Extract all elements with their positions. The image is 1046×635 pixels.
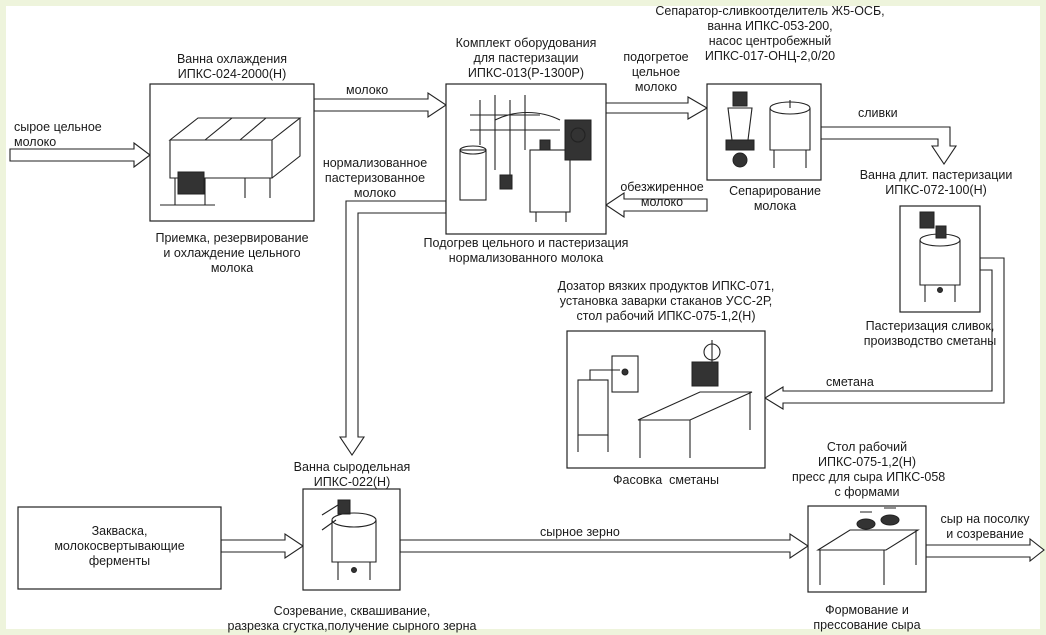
cheese-bath-caption: Созревание, сквашивание, разрезка сгустк… <box>227 604 477 633</box>
cream-arrow <box>819 126 958 165</box>
packing-caption: Фасовка сметаны <box>613 473 719 487</box>
cream-bath-box <box>899 205 981 313</box>
packing-box <box>566 330 766 469</box>
cheese-bath-title: Ванна сыродельная ИПКС-022(Н) <box>293 460 411 489</box>
raw-milk-arrow <box>9 141 151 169</box>
cheese-vat-icon <box>321 499 377 580</box>
press-title: Стол рабочий ИПКС-075-1,2(Н) пресс для с… <box>792 440 946 499</box>
cooling-box <box>149 83 315 222</box>
cheese-grain-flow-label: сырное зерно <box>540 525 620 539</box>
separator-title: Сепаратор-сливкоотделитель Ж5-ОСБ, ванна… <box>655 4 885 63</box>
press-caption: Формование и прессование сыра <box>813 603 921 632</box>
heated-milk-arrow <box>604 96 709 120</box>
raw-milk-label: сырое цельное молоко <box>14 120 102 149</box>
cream-flow-label: сливки <box>858 106 898 120</box>
separator-icon <box>725 91 811 168</box>
pasteurization-caption: Подогрев цельного и пастеризация нормали… <box>423 236 629 265</box>
cooling-tank-icon <box>160 117 302 206</box>
heated-milk-label: подогретое цельное молоко <box>623 50 689 94</box>
milk-arrow <box>313 91 447 119</box>
starter-arrow <box>220 532 304 560</box>
cheese-grain-arrow <box>399 532 809 560</box>
cooling-title: Ванна охлаждения ИПКС-024-2000(Н) <box>176 52 288 81</box>
starter-label: Закваска, молокосвертывающие ферменты <box>54 524 185 568</box>
cream-bath-icon <box>919 211 961 302</box>
packing-station-icon <box>577 340 753 458</box>
separator-box <box>706 83 822 181</box>
output-arrow <box>925 537 1045 563</box>
normalized-milk-label: нормализованное пастеризованное молоко <box>322 156 428 200</box>
sour-cream-flow-label: сметана <box>826 375 874 389</box>
separator-caption: Сепарирование молока <box>729 184 821 213</box>
milk-flow-label: молоко <box>346 83 389 97</box>
cooling-caption: Приемка, резервирование и охлаждение цел… <box>155 231 309 275</box>
cheese-press-icon <box>816 507 920 585</box>
output-label: сыр на посолку и созревание <box>940 512 1030 541</box>
starter-box <box>17 506 222 590</box>
cream-bath-caption: Пастеризация сливок, производство сметан… <box>863 319 997 348</box>
pasteurization-unit-icon <box>459 95 592 222</box>
cheese-bath-box <box>302 488 401 591</box>
normalized-milk-arrow <box>338 200 447 456</box>
skim-milk-arrow <box>605 191 708 219</box>
skim-milk-label: обезжиренное молоко <box>620 180 704 209</box>
cream-bath-title: Ванна длит. пастеризации ИПКС-072-100(Н) <box>859 168 1013 197</box>
packing-title: Дозатор вязких продуктов ИПКС-071, устан… <box>557 279 775 323</box>
sour-cream-arrow <box>763 257 1005 410</box>
pasteurization-title: Комплект оборудования для пастеризации И… <box>455 36 597 80</box>
